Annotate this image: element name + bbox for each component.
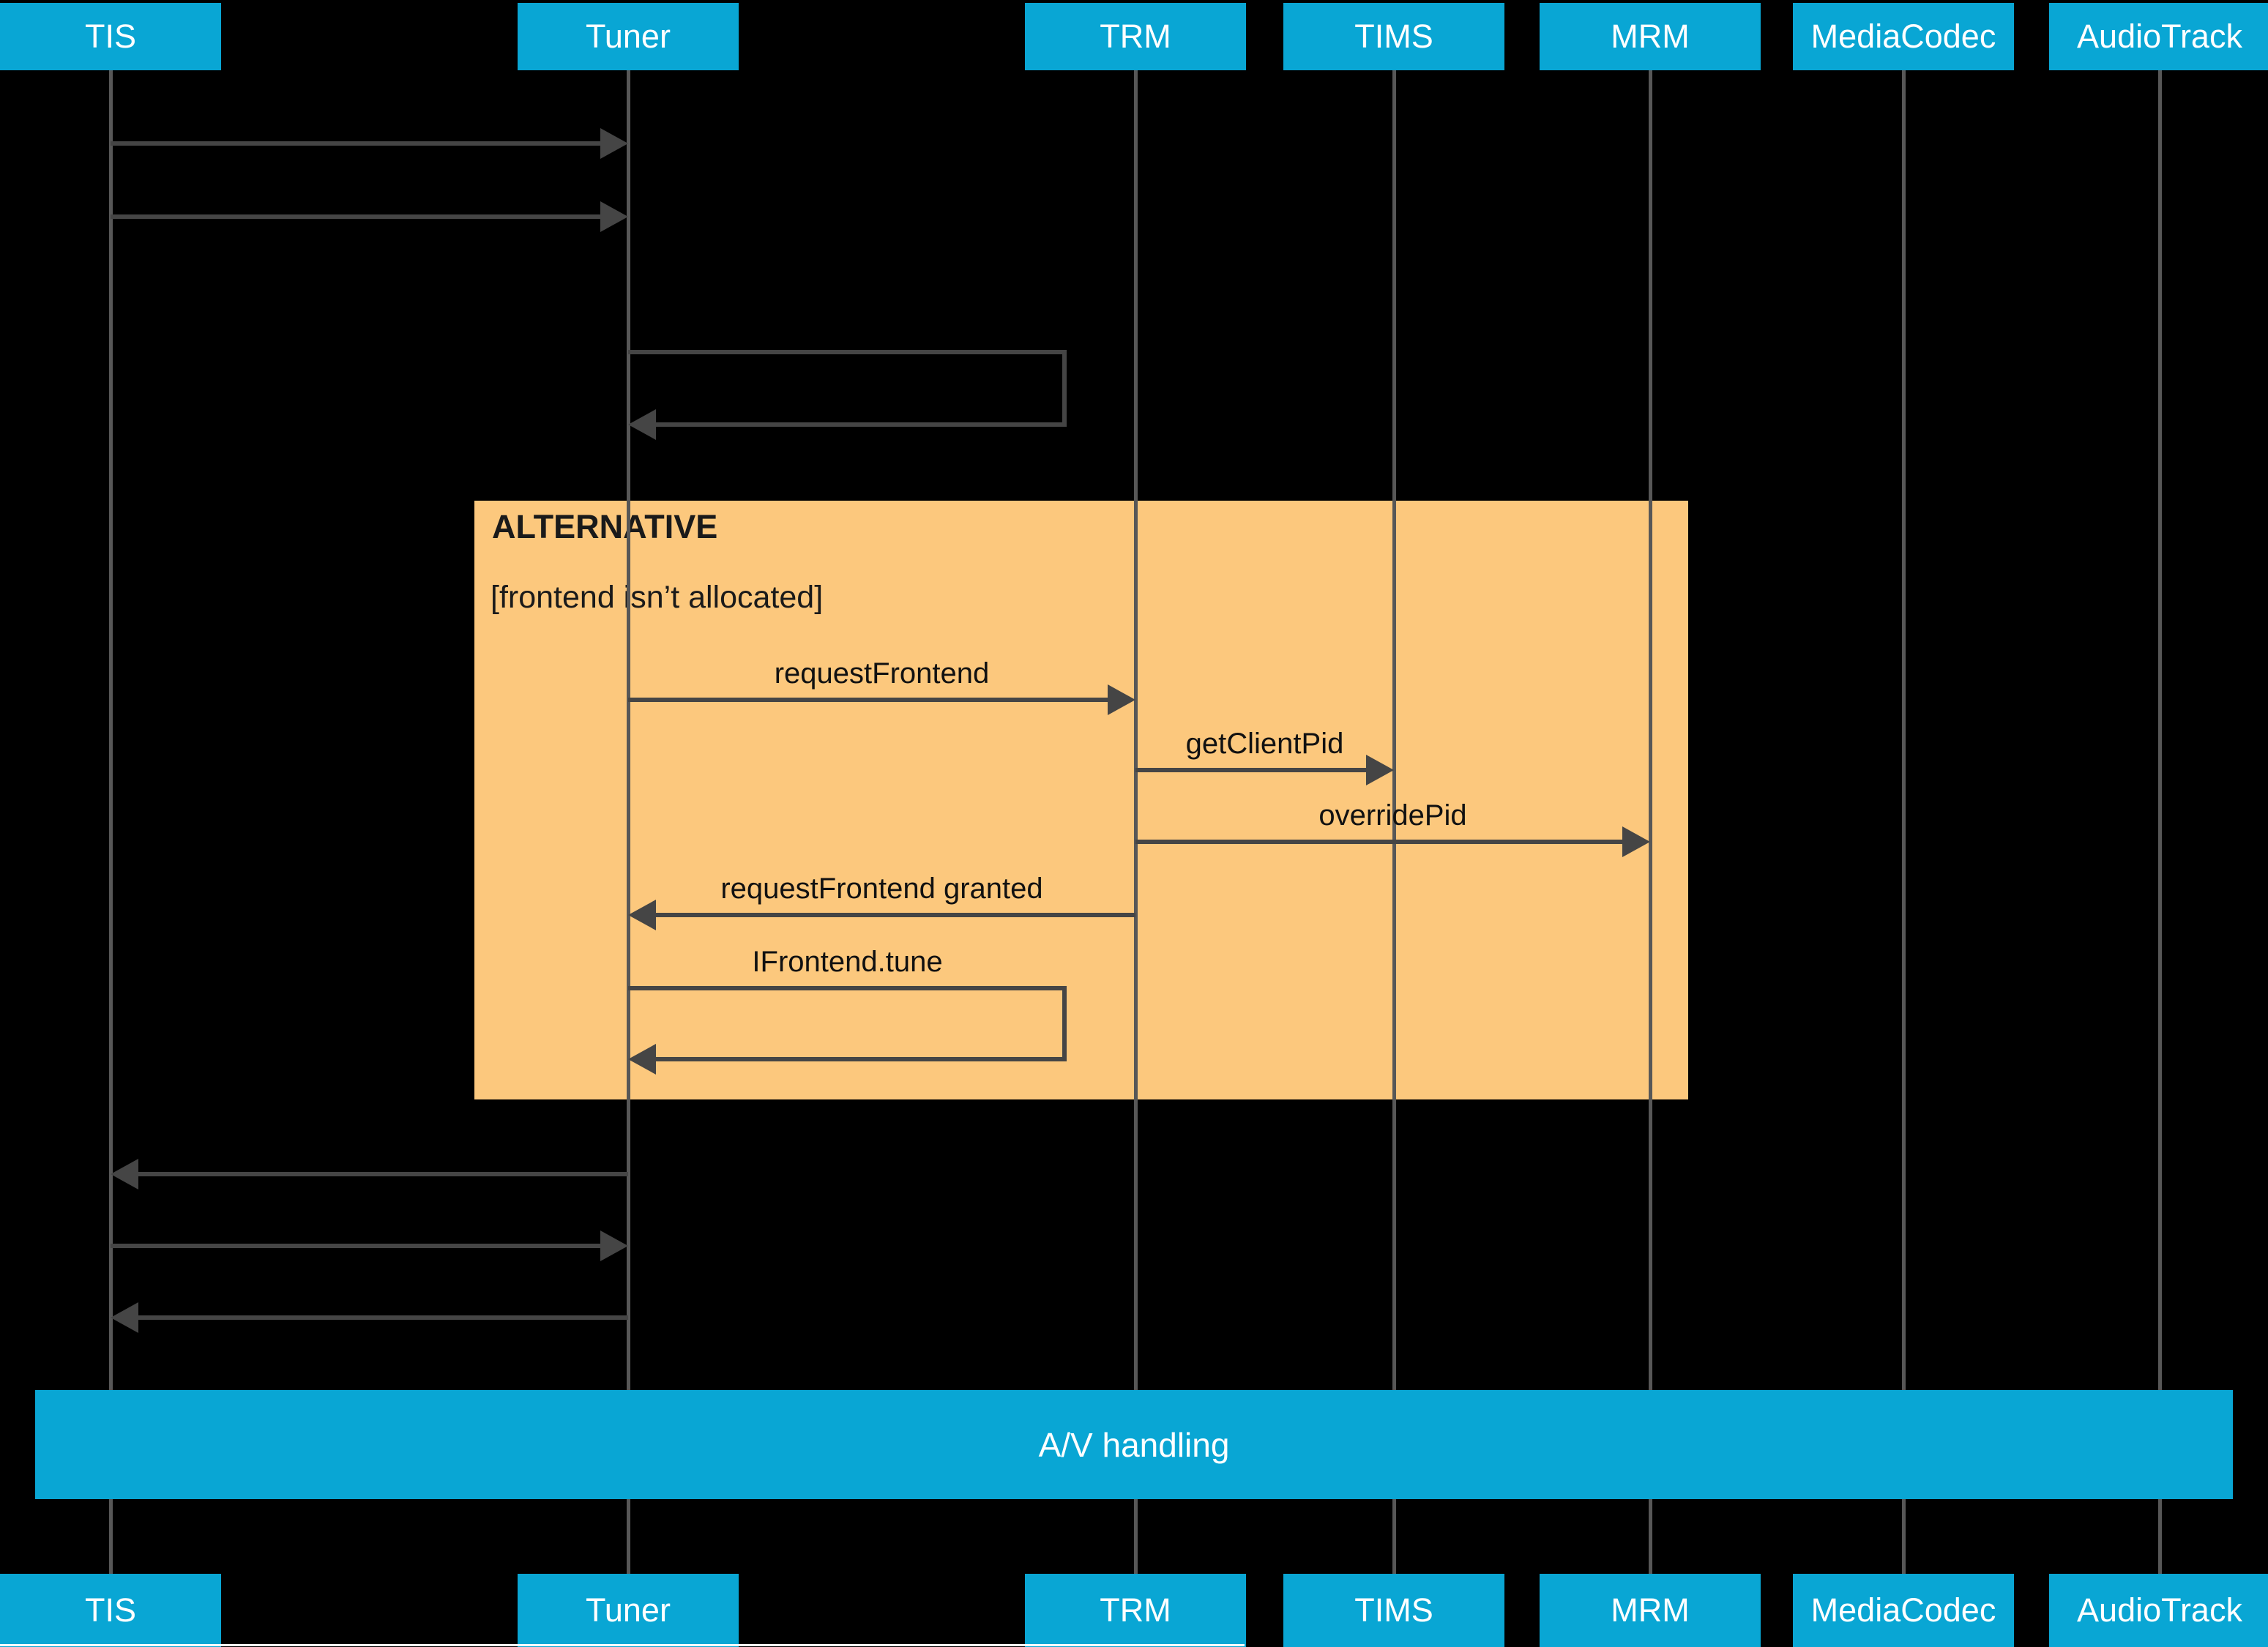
- fragment-condition: [frontend isn’t allocated]: [490, 580, 824, 615]
- participant-top-audiotrack: AudioTrack: [2049, 3, 2268, 70]
- message-label-5: overridePid: [1318, 799, 1467, 832]
- message-line-6: [653, 913, 1135, 917]
- lifeline-audiotrack: [2158, 70, 2162, 1574]
- participant-top-tis: TIS: [0, 3, 221, 70]
- self-arrowhead-7: [628, 1044, 656, 1075]
- participant-top-tims: TIMS: [1283, 3, 1504, 70]
- participant-bottom-mediacodec: MediaCodec: [1793, 1574, 2014, 1647]
- message-label-3: requestFrontend: [774, 657, 990, 690]
- message-line-9: [111, 1244, 603, 1248]
- message-line-1: [111, 214, 603, 219]
- self-top-2: [628, 350, 1067, 354]
- arrowhead-10: [111, 1302, 138, 1333]
- arrowhead-9: [600, 1230, 628, 1261]
- arrowhead-8: [111, 1159, 138, 1190]
- message-line-10: [135, 1315, 628, 1320]
- av-handling-band: A/V handling: [35, 1390, 2233, 1499]
- self-right-2: [1062, 350, 1067, 427]
- participant-top-mrm: MRM: [1540, 3, 1761, 70]
- participant-bottom-tims: TIMS: [1283, 1574, 1504, 1647]
- lifeline-tuner: [627, 70, 630, 1574]
- alternative-fragment: ALTERNATIVE [frontend isn’t allocated]: [474, 501, 1688, 1099]
- participant-top-tuner: Tuner: [518, 3, 739, 70]
- message-line-3: [628, 698, 1111, 702]
- arrowhead-0: [600, 128, 628, 159]
- message-label-6: requestFrontend granted: [720, 873, 1043, 905]
- message-line-0: [111, 141, 603, 146]
- self-right-7: [1062, 986, 1067, 1061]
- self-bottom-7: [653, 1057, 1067, 1061]
- self-bottom-2: [653, 422, 1067, 427]
- arrowhead-5: [1622, 826, 1650, 857]
- participant-top-mediacodec: MediaCodec: [1793, 3, 2014, 70]
- participant-bottom-trm: TRM: [1025, 1574, 1246, 1647]
- bottom-edge-line: [0, 1644, 1245, 1646]
- participant-bottom-tis: TIS: [0, 1574, 221, 1647]
- self-label-7: IFrontend.tune: [752, 946, 943, 978]
- lifeline-tims: [1392, 70, 1396, 1574]
- arrowhead-4: [1366, 755, 1394, 785]
- arrowhead-6: [628, 900, 656, 930]
- lifeline-trm: [1134, 70, 1138, 1574]
- message-line-8: [135, 1172, 628, 1176]
- participant-bottom-tuner: Tuner: [518, 1574, 739, 1647]
- fragment-title: ALTERNATIVE: [492, 508, 718, 545]
- message-line-4: [1135, 768, 1369, 772]
- participant-bottom-audiotrack: AudioTrack: [2049, 1574, 2268, 1647]
- self-arrowhead-2: [628, 409, 656, 440]
- self-top-7: [628, 986, 1067, 990]
- arrowhead-1: [600, 201, 628, 232]
- participant-top-trm: TRM: [1025, 3, 1246, 70]
- message-label-4: getClientPid: [1185, 728, 1344, 760]
- av-handling-label: A/V handling: [1038, 1425, 1230, 1464]
- lifeline-mrm: [1649, 70, 1652, 1574]
- lifeline-mediacodec: [1902, 70, 1906, 1574]
- lifeline-tis: [109, 70, 113, 1574]
- message-line-5: [1135, 840, 1625, 844]
- participant-bottom-mrm: MRM: [1540, 1574, 1761, 1647]
- arrowhead-3: [1108, 684, 1135, 715]
